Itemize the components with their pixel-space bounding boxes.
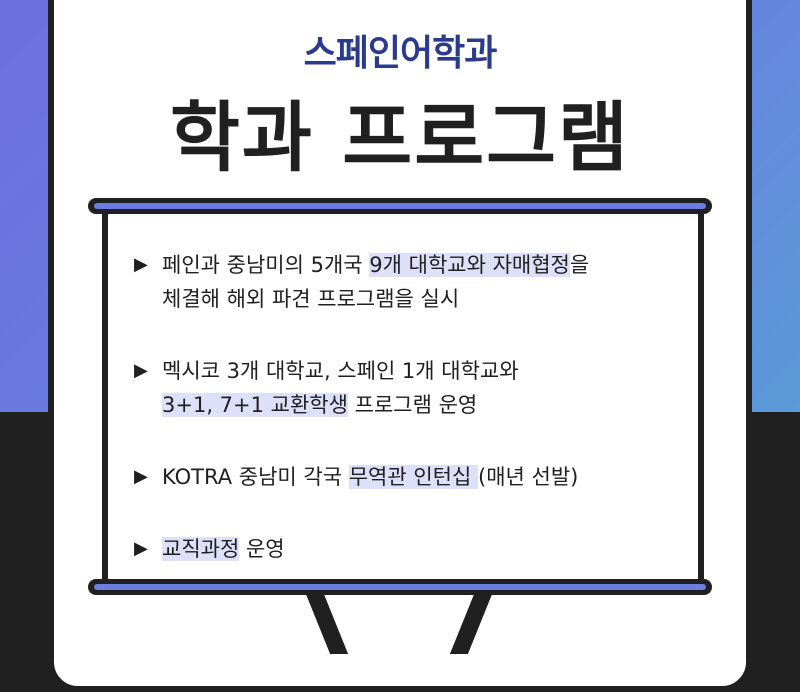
item-line: KOTRA 중남미 각국 무역관 인턴십 (매년 선발)	[162, 460, 694, 494]
list-item: ▶ KOTRA 중남미 각국 무역관 인턴십 (매년 선발)	[134, 460, 694, 494]
screen-bottom-bar	[88, 579, 712, 595]
highlighted-text: 교직과정	[162, 537, 240, 561]
item-text: 운영	[239, 537, 285, 561]
item-line: 멕시코 3개 대학교, 스페인 1개 대학교와	[162, 359, 519, 383]
highlighted-text: 무역관 인턴십	[348, 465, 478, 489]
item-line: 3+1, 7+1 교환학생 프로그램 운영	[162, 388, 694, 422]
triangle-bullet-icon: ▶	[134, 360, 148, 381]
triangle-bullet-icon: ▶	[134, 466, 148, 487]
item-text: 을	[569, 253, 590, 277]
highlighted-text: 3+1, 7+1 교환학생	[162, 393, 348, 417]
department-subtitle: 스페인어학과	[303, 33, 498, 74]
program-list: ▶ 페인과 중남미의 5개국 9개 대학교와 자매협정을 체결해 해외 파견 프…	[134, 248, 694, 604]
item-line: 페인과 중남미의 5개국 9개 대학교와 자매협정을	[162, 248, 694, 282]
highlighted-text: 9개 대학교와 자매협정	[369, 253, 570, 277]
item-line: 교직과정 운영	[162, 532, 694, 566]
list-item: ▶ 교직과정 운영	[134, 532, 694, 566]
item-text: 페인과 중남미의 5개국	[162, 253, 370, 277]
page-title: 학과 프로그램	[170, 93, 630, 182]
list-item: ▶ 멕시코 3개 대학교, 스페인 1개 대학교와 3+1, 7+1 교환학생 …	[134, 354, 694, 422]
item-line: 체결해 해외 파견 프로그램을 실시	[162, 287, 460, 311]
list-item: ▶ 페인과 중남미의 5개국 9개 대학교와 자매협정을 체결해 해외 파견 프…	[134, 248, 694, 316]
item-text: (매년 선발)	[478, 465, 579, 489]
item-text: KOTRA 중남미 각국	[162, 465, 349, 489]
triangle-bullet-icon: ▶	[134, 538, 148, 559]
triangle-bullet-icon: ▶	[134, 254, 148, 275]
item-text: 프로그램 운영	[347, 393, 478, 417]
screen-top-bar	[88, 198, 712, 214]
